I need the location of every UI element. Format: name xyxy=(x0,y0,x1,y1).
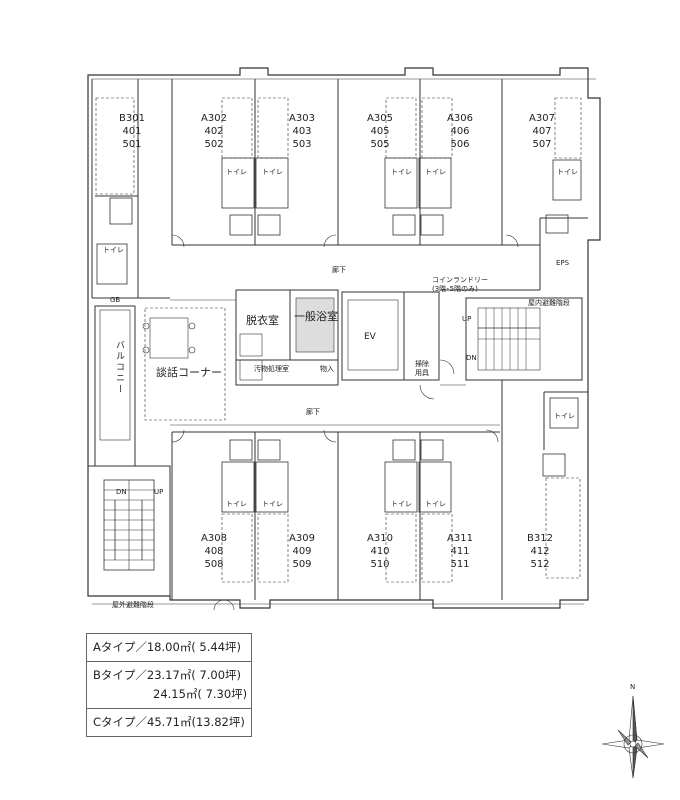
stairs-dn-label: DN xyxy=(466,354,477,362)
toilet-label: トイレ xyxy=(391,168,412,176)
outer-wall xyxy=(87,67,601,609)
toilet-label: トイレ xyxy=(262,500,283,508)
legend-row-a: Aタイプ／18.00㎡( 5.44坪) xyxy=(87,634,251,662)
central-core xyxy=(235,289,440,386)
lounge-table xyxy=(142,317,196,359)
outdoor-stairs-label: 屋外避難階段 xyxy=(112,601,154,609)
legend-a-type: Aタイプ／18.00㎡( 5.44坪) xyxy=(93,640,242,654)
outdoor-stairs-up-label: UP xyxy=(154,488,164,496)
corridor-label-north: 廊下 xyxy=(332,266,346,274)
toilet-label: トイレ xyxy=(226,168,247,176)
toilet-label: トイレ xyxy=(425,168,446,176)
compass-icon xyxy=(601,695,665,779)
waste-room-label: 汚物処理室 xyxy=(254,365,289,373)
outdoor-stair-treads xyxy=(104,489,154,561)
area-legend: Aタイプ／18.00㎡( 5.44坪) Bタイプ／23.17㎡( 7.00坪) … xyxy=(86,633,252,737)
indoor-stairs xyxy=(440,289,583,381)
public-bath-label: 一般浴室 xyxy=(294,310,338,323)
legend-c-type: Cタイプ／45.71㎡(13.82坪) xyxy=(93,715,245,729)
corridor-label-south: 廊下 xyxy=(306,408,320,416)
south-room-walls xyxy=(171,380,588,600)
toilet-label: トイレ xyxy=(103,246,124,254)
lounge-label: 談話コーナー xyxy=(156,366,222,379)
north-label: N xyxy=(630,683,636,691)
lounge-area xyxy=(144,307,226,421)
toilet-label: トイレ xyxy=(554,412,575,420)
ev-label: EV xyxy=(364,332,376,342)
indoor-stairs-label: 屋内避難階段 xyxy=(528,299,570,307)
toilet-label: トイレ xyxy=(226,500,247,508)
eps-label: EPS xyxy=(556,259,570,267)
legend-b-type-alt: 24.15㎡( 7.30坪) xyxy=(153,687,248,701)
toilet-label: トイレ xyxy=(262,168,283,176)
coin-laundry-label: コインランドリー(3階･5階のみ) xyxy=(432,276,488,293)
stairs-up-label: UP xyxy=(462,315,472,323)
legend-b-type: Bタイプ／23.17㎡( 7.00坪) xyxy=(93,668,242,682)
south-toilet-blocks xyxy=(221,397,579,513)
north-room-walls xyxy=(91,79,588,298)
storage-label: 物入 xyxy=(320,365,334,373)
gb-label: GB xyxy=(110,296,121,304)
toilet-label: トイレ xyxy=(557,168,578,176)
outdoor-stairs-dn-label: DN xyxy=(116,488,127,496)
legend-row-c: Cタイプ／45.71㎡(13.82坪) xyxy=(87,709,251,736)
legend-row-b: Bタイプ／23.17㎡( 7.00坪) 24.15㎡( 7.30坪) xyxy=(87,662,251,709)
cleaning-supplies-label: 掃除用具 xyxy=(415,360,429,377)
door-swings xyxy=(171,234,519,611)
toilet-label: トイレ xyxy=(391,500,412,508)
west-core xyxy=(87,79,171,597)
changing-room-label: 脱衣室 xyxy=(246,314,279,327)
toilet-label: トイレ xyxy=(425,500,446,508)
balcony-label: バルコニー xyxy=(114,340,124,395)
